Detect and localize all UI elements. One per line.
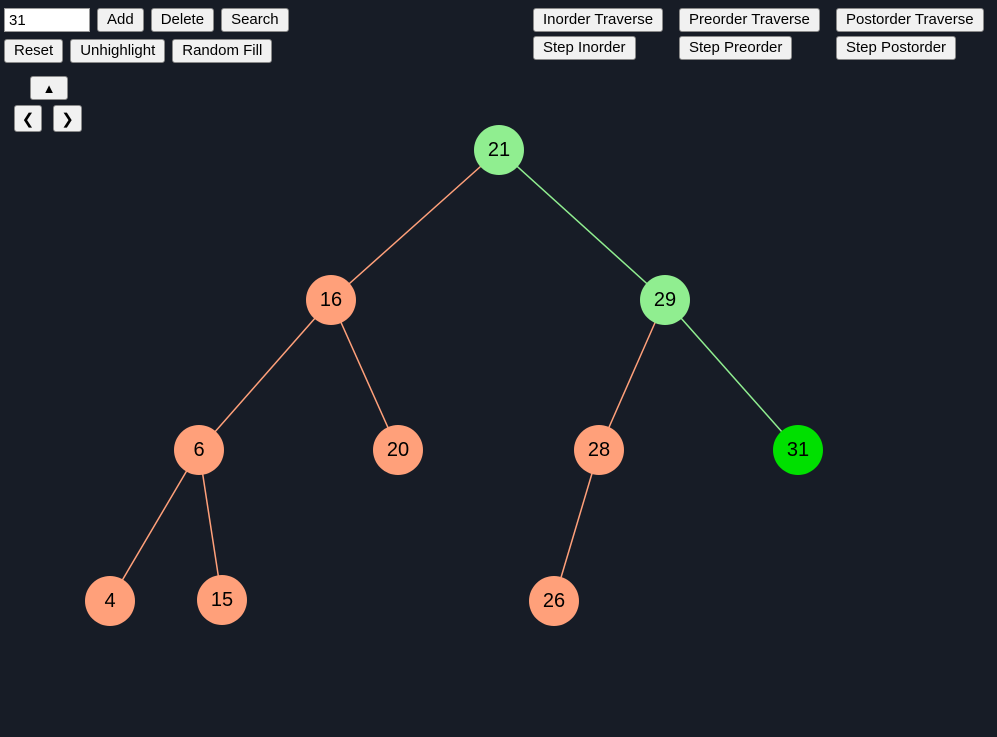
step-inorder-button[interactable]: Step Inorder — [533, 36, 636, 60]
search-button[interactable]: Search — [221, 8, 289, 32]
tree-edge-21-16 — [330, 149, 500, 301]
toolbar-right-col-preorder: Preorder Traverse Step Preorder — [679, 8, 820, 60]
left-chevron-icon: ❮ — [21, 110, 35, 128]
pan-right-button[interactable]: ❯ — [53, 105, 82, 132]
toolbar-left: Add Delete Search Reset Unhighlight Rand… — [4, 8, 289, 70]
toolbar-left-row-2: Reset Unhighlight Random Fill — [4, 39, 289, 63]
tree-node-6: 6 — [174, 425, 224, 475]
tree-node-16: 16 — [306, 275, 356, 325]
pan-left-button[interactable]: ❮ — [14, 105, 42, 132]
up-arrow-icon: ▲ — [42, 80, 56, 96]
step-postorder-button[interactable]: Step Postorder — [836, 36, 957, 60]
right-chevron-icon: ❯ — [61, 110, 74, 128]
tree-edge-16-6 — [198, 299, 332, 451]
step-preorder-button[interactable]: Step Preorder — [679, 36, 793, 60]
unhighlight-button[interactable]: Unhighlight — [70, 39, 166, 63]
tree-edge-21-29 — [498, 149, 666, 301]
delete-button[interactable]: Delete — [150, 8, 215, 32]
inorder-traverse-button[interactable]: Inorder Traverse — [533, 8, 664, 32]
toolbar-right-col-inorder: Inorder Traverse Step Inorder — [533, 8, 664, 60]
tree-edge-29-31 — [664, 299, 799, 451]
toolbar-right-col-postorder: Postorder Traverse Step Postorder — [836, 8, 984, 60]
value-input[interactable] — [4, 8, 90, 32]
tree-node-29: 29 — [640, 275, 690, 325]
random-fill-button[interactable]: Random Fill — [172, 39, 273, 63]
postorder-traverse-button[interactable]: Postorder Traverse — [836, 8, 984, 32]
tree-edge-6-4 — [109, 449, 200, 602]
tree-node-4: 4 — [85, 576, 135, 626]
pan-up-button[interactable]: ▲ — [30, 76, 68, 100]
reset-button[interactable]: Reset — [4, 39, 64, 63]
toolbar-left-row-1: Add Delete Search — [4, 8, 289, 32]
tree-node-21: 21 — [474, 125, 524, 175]
preorder-traverse-button[interactable]: Preorder Traverse — [679, 8, 820, 32]
tree-node-20: 20 — [373, 425, 423, 475]
tree-node-28: 28 — [574, 425, 624, 475]
add-button[interactable]: Add — [97, 8, 144, 32]
tree-node-31: 31 — [773, 425, 823, 475]
tree-node-15: 15 — [197, 575, 247, 625]
tree-node-26: 26 — [529, 576, 579, 626]
